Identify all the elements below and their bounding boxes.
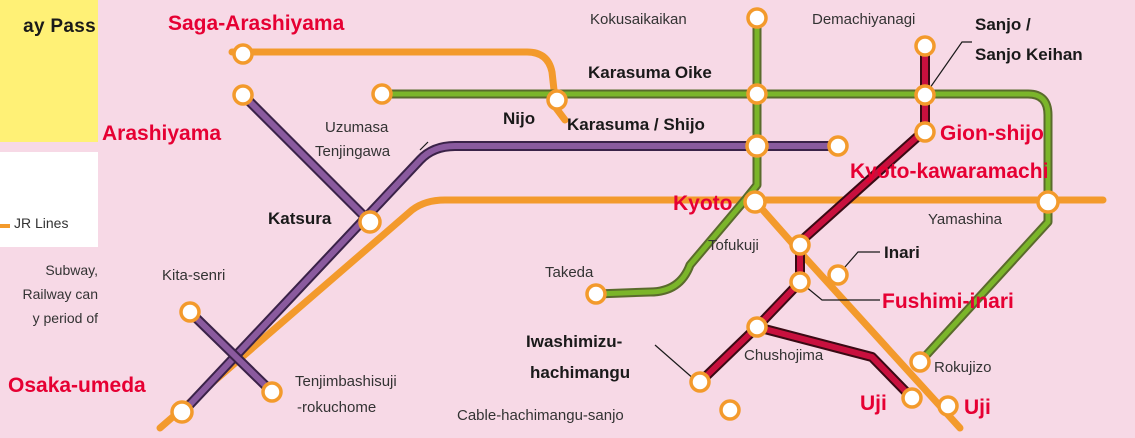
station-demachiyanagi[interactable]	[914, 35, 936, 57]
pointer-uzumasa	[419, 141, 429, 151]
legend-lines-panel	[0, 152, 98, 247]
station-rokujizo[interactable]	[909, 351, 931, 373]
label-iwashimizu-line2: hachimangu	[530, 363, 630, 382]
legend-title: ay Pass	[23, 16, 96, 37]
label-uzumasa-line1: Uzumasa	[325, 119, 389, 136]
station-saga-arashiyama[interactable]	[232, 43, 254, 65]
jr-lines-swatch	[0, 224, 10, 228]
label-saga-arashiyama: Saga-Arashiyama	[168, 12, 345, 35]
hankyu-kyoto-line-fill	[177, 143, 841, 418]
station-uji-keihan[interactable]	[901, 387, 923, 409]
pointer-fushimi-inari	[804, 285, 880, 301]
station-sanjo[interactable]	[914, 84, 936, 106]
label-uzumasa-line2: Tenjingawa	[315, 143, 391, 160]
legend-panel: ay Pass	[0, 0, 98, 144]
label-tofukuji: Tofukuji	[708, 237, 759, 254]
label-kyoto-kawaramachi: Kyoto-kawaramachi	[850, 160, 1048, 183]
label-yamashina: Yamashina	[928, 211, 1003, 228]
station-uji-jr[interactable]	[937, 395, 959, 417]
station-yamashina[interactable]	[1036, 190, 1060, 214]
label-chushojima: Chushojima	[744, 347, 824, 364]
senri-line-fill	[187, 309, 275, 395]
label-inari: Inari	[884, 243, 920, 262]
subway-lines	[377, 13, 1053, 367]
label-sanjo-line2: Sanjo Keihan	[975, 45, 1083, 64]
label-kokusaikaikan: Kokusaikaikan	[590, 11, 687, 28]
label-tenjimbashisuji-line1: Tenjimbashisuji	[295, 373, 397, 390]
station-kyoto-kawaramachi[interactable]	[827, 135, 849, 157]
label-osaka-umeda: Osaka-umeda	[8, 374, 146, 397]
jr-line-tokaido	[156, 196, 1107, 432]
subway-tozai-line	[379, 91, 1051, 365]
station-tenjimbashisuji[interactable]	[261, 381, 283, 403]
jr-lines-label: JR Lines	[14, 215, 69, 231]
station-kyoto[interactable]	[743, 190, 767, 214]
station-nijo[interactable]	[546, 89, 568, 111]
station-chushojima[interactable]	[746, 316, 768, 338]
label-gion-shijo: Gion-shijo	[940, 122, 1044, 145]
label-fushimi-inari: Fushimi-inari	[882, 290, 1014, 313]
station-takeda[interactable]	[585, 283, 607, 305]
label-nijo: Nijo	[503, 109, 535, 128]
label-rokujizo: Rokujizo	[934, 359, 992, 376]
station-labels: Saga-Arashiyama Arashiyama Osaka-umeda G…	[8, 11, 1083, 424]
hankyu-kyoto-line	[175, 141, 843, 420]
label-cable-hachimangu-sanjo: Cable-hachimangu-sanjo	[457, 407, 624, 424]
station-kokusaikaikan[interactable]	[746, 7, 768, 29]
station-iwashimizu-hachimangu[interactable]	[689, 371, 711, 393]
purple-lines	[175, 90, 843, 420]
hankyu-arashiyama-line-fill	[240, 92, 373, 225]
label-arashiyama: Arashiyama	[102, 122, 221, 145]
label-uji-right: Uji	[964, 396, 991, 419]
label-tenjimbashisuji-line2: -rokuchome	[297, 399, 376, 416]
station-arashiyama[interactable]	[232, 84, 254, 106]
station-fushimi-inari[interactable]	[789, 271, 811, 293]
legend-note-line-1: Subway,	[45, 262, 98, 278]
keihan-uji-line-fill	[754, 324, 915, 401]
label-demachiyanagi: Demachiyanagi	[812, 11, 915, 28]
label-iwashimizu-line1: Iwashimizu-	[526, 332, 622, 351]
label-takeda: Takeda	[545, 264, 594, 281]
station-uzumasa-tenjingawa[interactable]	[371, 83, 393, 105]
label-karasuma-shijo: Karasuma / Shijo	[567, 115, 705, 134]
station-kita-senri[interactable]	[179, 301, 201, 323]
pointer-sanjo	[924, 41, 972, 96]
jr-line-sagano	[228, 48, 569, 124]
label-karasuma-oike: Karasuma Oike	[588, 63, 712, 82]
station-gion-shijo[interactable]	[914, 121, 936, 143]
station-markers	[170, 7, 1060, 424]
keihan-main-line-fill	[697, 43, 928, 385]
station-osaka-umeda[interactable]	[170, 400, 194, 424]
pointer-iwashimizu	[654, 344, 696, 381]
red-lines	[695, 41, 930, 403]
label-kita-senri: Kita-senri	[162, 267, 225, 284]
legend-note-line-2: Railway can	[22, 286, 98, 302]
label-sanjo-line1: Sanjo /	[975, 15, 1031, 34]
station-cable-hachimangu-sanjo[interactable]	[719, 399, 741, 421]
station-inari[interactable]	[827, 264, 849, 286]
station-katsura[interactable]	[358, 210, 382, 234]
station-karasuma-shijo[interactable]	[745, 134, 769, 158]
subway-karasuma-line	[593, 15, 760, 297]
station-tofukuji[interactable]	[789, 234, 811, 256]
label-kyoto: Kyoto	[673, 192, 733, 215]
station-karasuma-oike[interactable]	[746, 83, 768, 105]
jr-line-nara	[750, 196, 964, 432]
legend-note-line-3: y period of	[32, 310, 98, 326]
label-katsura: Katsura	[268, 209, 332, 228]
label-uji-left: Uji	[860, 392, 887, 415]
